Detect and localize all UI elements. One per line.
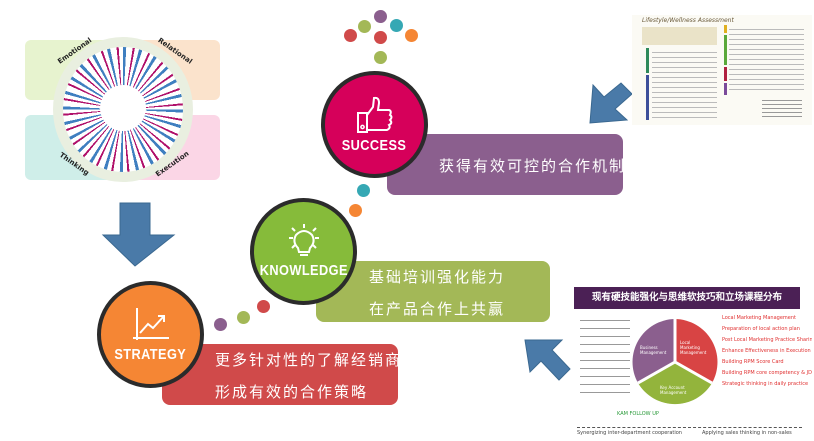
course-distribution-image: 现有硬技能强化与思维软技巧和立场课程分布 Business Management…: [572, 285, 812, 437]
assessment-title: Lifestyle/Wellness Assessment: [642, 17, 734, 24]
knowledge-caption-line-1: 基础培训强化能力: [369, 268, 506, 286]
lightbulb-icon: [288, 224, 319, 256]
decor-dot: [344, 29, 357, 42]
success-caption-box: 获得有效可控的合作机制: [387, 134, 627, 195]
footer-left: Synergizing inter-department cooperation: [577, 430, 682, 436]
course-right-list: Local Marketing Management Preparation o…: [722, 315, 812, 387]
decor-dot: [349, 204, 362, 217]
decor-dot: [237, 311, 250, 324]
knowledge-caption-box: 基础培训强化能力 在产品合作上共赢: [316, 261, 550, 322]
decor-dot: [257, 300, 270, 313]
decor-dot: [374, 10, 387, 23]
course-item: Strategic thinking in daily practice: [722, 381, 809, 387]
segment-key-account: Key Account Management: [660, 385, 687, 395]
footer-right: Applying sales thinking in non-sales: [702, 430, 792, 436]
strategy-caption-line-1: 更多针对性的了解经销商: [215, 351, 403, 369]
decor-dot: [357, 184, 370, 197]
knowledge-label: KNOWLEDGE: [259, 262, 348, 279]
course-title: 现有硬技能强化与思维软技巧和立场课程分布: [574, 287, 800, 309]
segment-business: Business Management: [640, 345, 667, 355]
kam-follow-up: KAM FOLLOW UP: [617, 411, 659, 417]
strategy-caption-box: 更多针对性的了解经销商 形成有效的合作策略: [162, 344, 400, 405]
strategy-badge: STRATEGY: [97, 281, 204, 388]
course-item: Post Local Marketing Practice Sharing: [722, 337, 812, 343]
course-item: Preparation of local action plan: [722, 326, 800, 332]
decor-dot: [214, 318, 227, 331]
decor-dot: [358, 20, 371, 33]
success-caption: 获得有效可控的合作机制: [439, 157, 627, 175]
success-badge: SUCCESS: [321, 71, 428, 178]
decor-dot: [390, 19, 403, 32]
arrow-down-icon: [101, 202, 176, 267]
strategy-caption-line-2: 形成有效的合作策略: [215, 383, 369, 401]
course-item: Building RPM Score Card: [722, 359, 784, 365]
course-item: Local Marketing Management: [722, 315, 796, 321]
strategy-label: STRATEGY: [114, 346, 187, 363]
decor-dot: [374, 51, 387, 64]
course-item: Enhance Effectiveness in Execution: [722, 348, 811, 354]
assessment-sheet-image: Lifestyle/Wellness Assessment: [632, 15, 812, 125]
arrow-up-left-icon: [524, 339, 571, 381]
course-pie: [632, 319, 718, 405]
course-item: Building RPM core competency & JD: [722, 370, 812, 376]
success-label: SUCCESS: [342, 137, 407, 154]
knowledge-caption-line-2: 在产品合作上共赢: [369, 300, 506, 318]
arrow-down-left-icon: [589, 82, 633, 124]
decor-dot: [374, 31, 387, 44]
strengths-wheel-image: Emotional Relational Thinking Execution: [25, 35, 220, 185]
thumbs-up-icon: [356, 96, 392, 133]
knowledge-badge: KNOWLEDGE: [250, 198, 357, 305]
decor-dot: [405, 29, 418, 42]
growth-chart-icon: [132, 308, 169, 340]
segment-local-marketing: Local Marketing Management: [680, 340, 707, 355]
